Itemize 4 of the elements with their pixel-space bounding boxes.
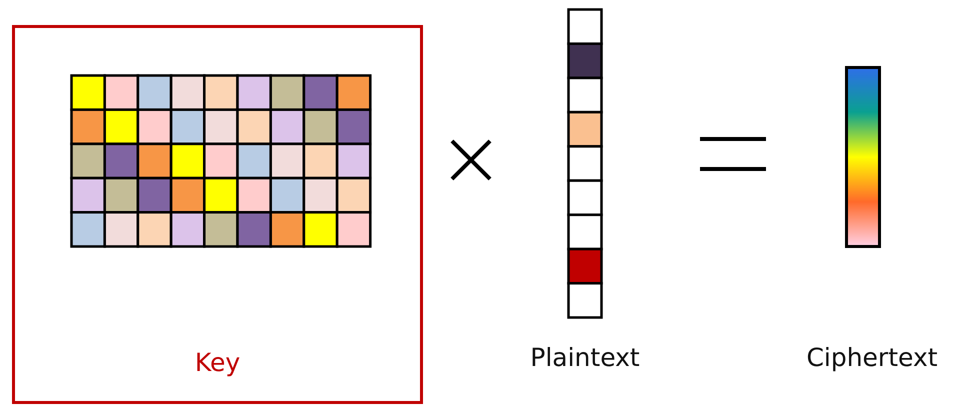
key-frame bbox=[12, 25, 423, 404]
vector-caption: Plaintext bbox=[530, 343, 640, 372]
key-label: Key bbox=[194, 348, 240, 377]
vector-caption: Ciphertext bbox=[806, 343, 938, 372]
